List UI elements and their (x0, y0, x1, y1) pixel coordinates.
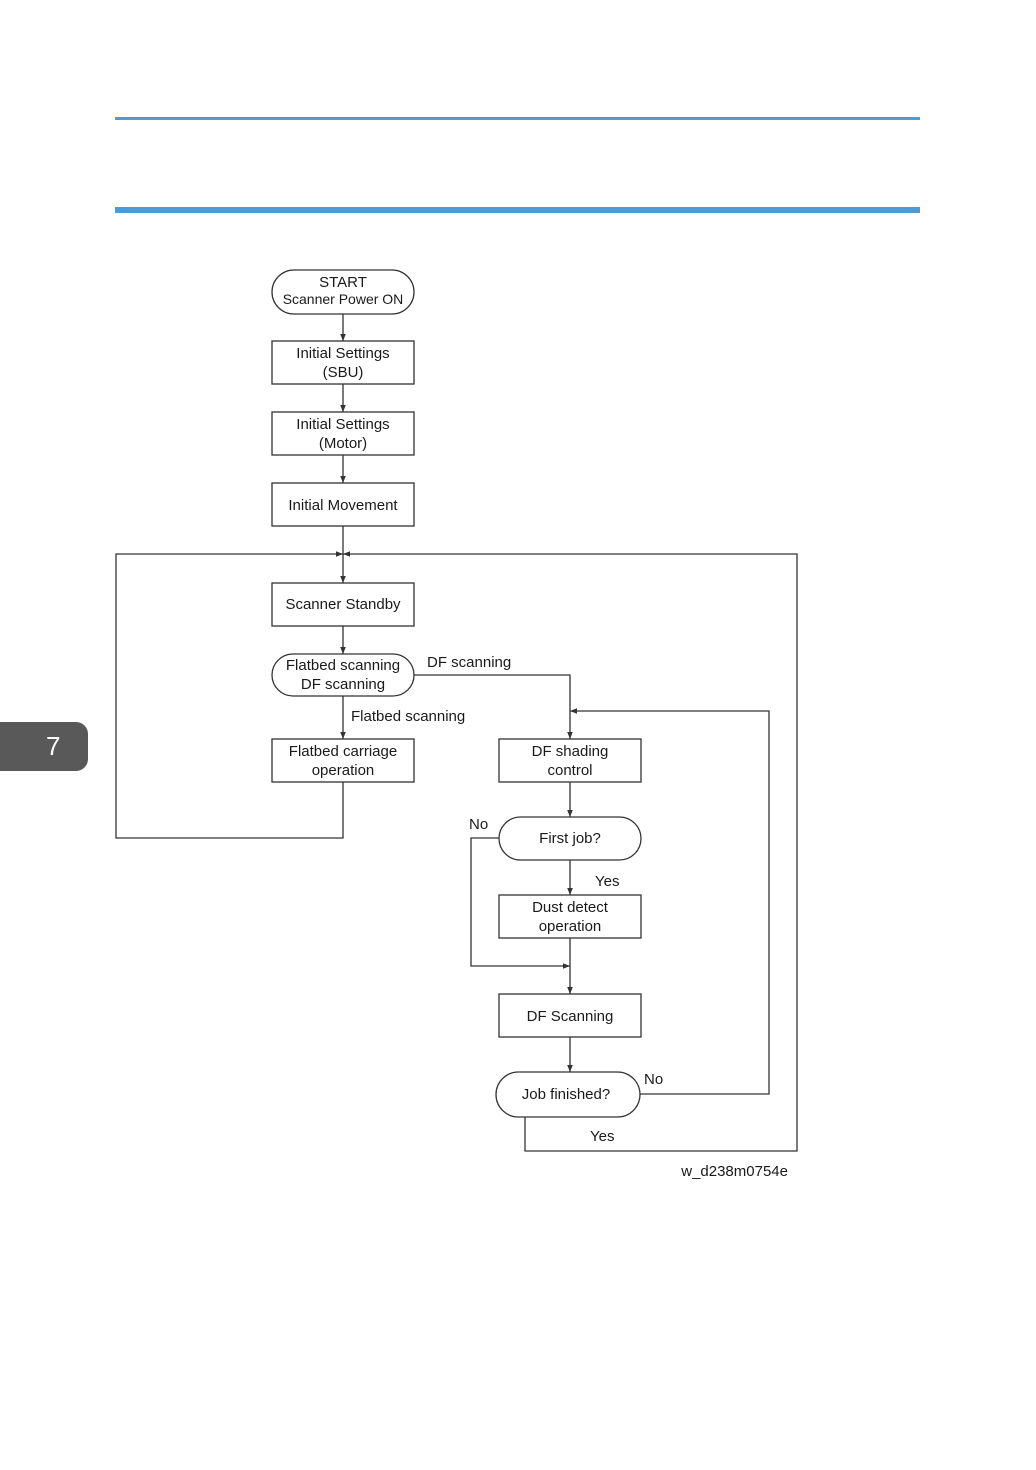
node-first-job: First job? (499, 817, 641, 860)
first-job-label: First job? (539, 830, 601, 847)
node-scan-choice: Flatbed scanning DF scanning (272, 654, 414, 696)
start-label-1: START (319, 274, 367, 291)
edge-label-job-finished-no: No (644, 1071, 663, 1088)
initial-settings-sbu-label-1: Initial Settings (296, 345, 389, 362)
initial-movement-label: Initial Movement (288, 497, 398, 514)
edge-label-first-job-no: No (469, 816, 488, 833)
node-df-scanning: DF Scanning (499, 994, 641, 1037)
node-scanner-standby: Scanner Standby (272, 583, 414, 626)
edge-label-df-scanning: DF scanning (427, 654, 511, 671)
node-flatbed-carriage: Flatbed carriage operation (272, 739, 414, 782)
scan-choice-label-2: DF scanning (301, 676, 385, 693)
node-job-finished: Job finished? (496, 1072, 640, 1117)
initial-settings-motor-label-1: Initial Settings (296, 416, 389, 433)
df-shading-label-1: DF shading (532, 743, 609, 760)
flatbed-carriage-label-2: operation (312, 762, 375, 779)
node-start: START Scanner Power ON (272, 270, 414, 314)
scanner-standby-label: Scanner Standby (285, 596, 401, 613)
node-initial-settings-sbu: Initial Settings (SBU) (272, 341, 414, 384)
dust-detect-label-2: operation (539, 918, 602, 935)
node-dust-detect: Dust detect operation (499, 895, 641, 938)
initial-settings-sbu-label-2: (SBU) (323, 364, 364, 381)
scan-choice-label-1: Flatbed scanning (286, 657, 400, 674)
node-df-shading: DF shading control (499, 739, 641, 782)
initial-settings-motor-label-2: (Motor) (319, 435, 367, 452)
flatbed-carriage-label-1: Flatbed carriage (289, 743, 397, 760)
edge-label-flatbed-scanning: Flatbed scanning (351, 708, 465, 725)
node-initial-movement: Initial Movement (272, 483, 414, 526)
df-shading-label-2: control (547, 762, 592, 779)
figure-id: w_d238m0754e (680, 1163, 788, 1180)
edge-choice-to-shading (414, 675, 570, 739)
node-initial-settings-motor: Initial Settings (Motor) (272, 412, 414, 455)
start-label-2: Scanner Power ON (283, 291, 404, 307)
connectors (116, 314, 797, 1151)
dust-detect-label-1: Dust detect (532, 899, 609, 916)
edge-label-first-job-yes: Yes (595, 873, 619, 890)
df-scanning-label: DF Scanning (527, 1008, 614, 1025)
job-finished-label: Job finished? (522, 1086, 610, 1103)
edge-label-job-finished-yes: Yes (590, 1128, 614, 1145)
